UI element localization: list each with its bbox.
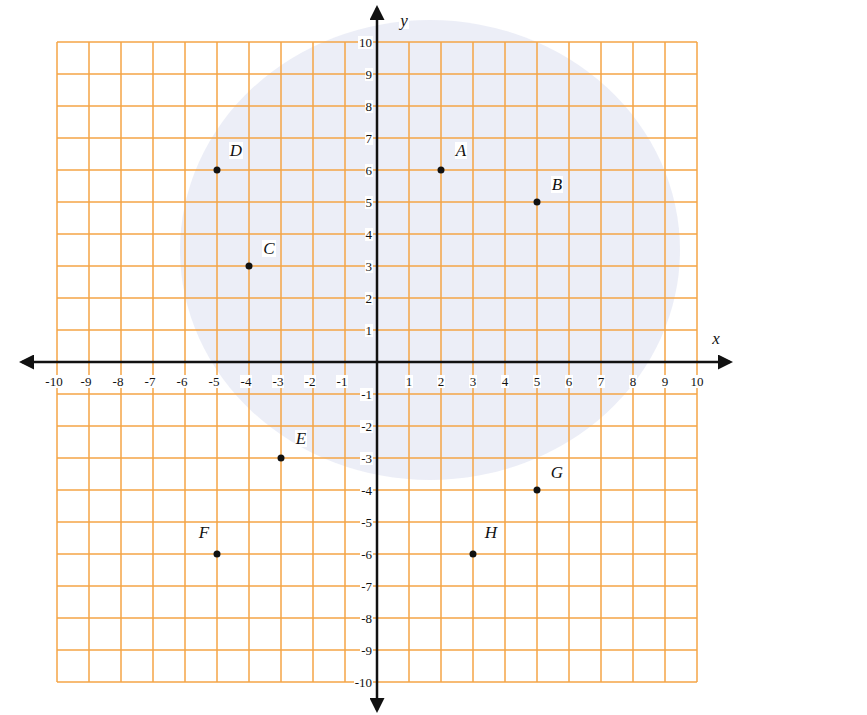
point-dot: [214, 551, 221, 558]
point-dot: [534, 199, 541, 206]
tick-number: 1: [405, 375, 414, 388]
tick-number: -5: [208, 375, 221, 388]
point-label: G: [550, 464, 564, 481]
tick-number: -9: [80, 375, 93, 388]
tick-number: -2: [304, 375, 317, 388]
axis-label: y: [399, 12, 409, 29]
tick-number: 6: [365, 164, 374, 177]
tick-number: 7: [365, 132, 374, 145]
point-dot: [214, 167, 221, 174]
point-label: D: [229, 142, 243, 159]
tick-number: 8: [365, 100, 374, 113]
point-dot: [278, 455, 285, 462]
point-label: A: [455, 142, 467, 159]
tick-number: -4: [240, 375, 253, 388]
axis-label: x: [711, 330, 721, 347]
point-label: E: [295, 430, 307, 447]
tick-number: 6: [565, 375, 574, 388]
tick-number: 2: [437, 375, 446, 388]
tick-number: -1: [360, 388, 373, 401]
tick-number: -8: [360, 612, 373, 625]
tick-number: 9: [661, 375, 670, 388]
tick-number: 4: [365, 228, 374, 241]
point-label: C: [262, 240, 275, 257]
tick-number: -8: [112, 375, 125, 388]
tick-number: 3: [469, 375, 478, 388]
tick-number: -1: [336, 375, 349, 388]
tick-number: -9: [360, 644, 373, 657]
tick-number: -3: [360, 452, 373, 465]
tick-number: -7: [144, 375, 157, 388]
tick-number: 7: [597, 375, 606, 388]
tick-number: -7: [360, 580, 373, 593]
tick-number: 10: [690, 375, 705, 388]
tick-number: -3: [272, 375, 285, 388]
tick-number: 8: [629, 375, 638, 388]
point-dot: [246, 263, 253, 270]
point-label: F: [198, 524, 210, 541]
y-axis: [376, 8, 379, 710]
watermark: [180, 20, 680, 480]
point-dot: [534, 487, 541, 494]
tick-number: 9: [365, 68, 374, 81]
tick-number: 2: [365, 292, 374, 305]
point-dot: [470, 551, 477, 558]
tick-number: -2: [360, 420, 373, 433]
tick-number: 5: [365, 196, 374, 209]
tick-number: -4: [360, 484, 373, 497]
point-label: B: [551, 176, 563, 193]
tick-number: -5: [360, 516, 373, 529]
tick-number: 3: [365, 260, 374, 273]
tick-number: 10: [358, 36, 373, 49]
tick-number: -6: [360, 548, 373, 561]
point-dot: [438, 167, 445, 174]
tick-number: 4: [501, 375, 510, 388]
tick-number: -10: [44, 375, 63, 388]
point-label: H: [484, 524, 498, 541]
tick-number: 5: [533, 375, 542, 388]
points: [214, 167, 541, 558]
tick-number: -6: [176, 375, 189, 388]
tick-number: 1: [365, 324, 374, 337]
tick-number: -10: [354, 676, 373, 689]
